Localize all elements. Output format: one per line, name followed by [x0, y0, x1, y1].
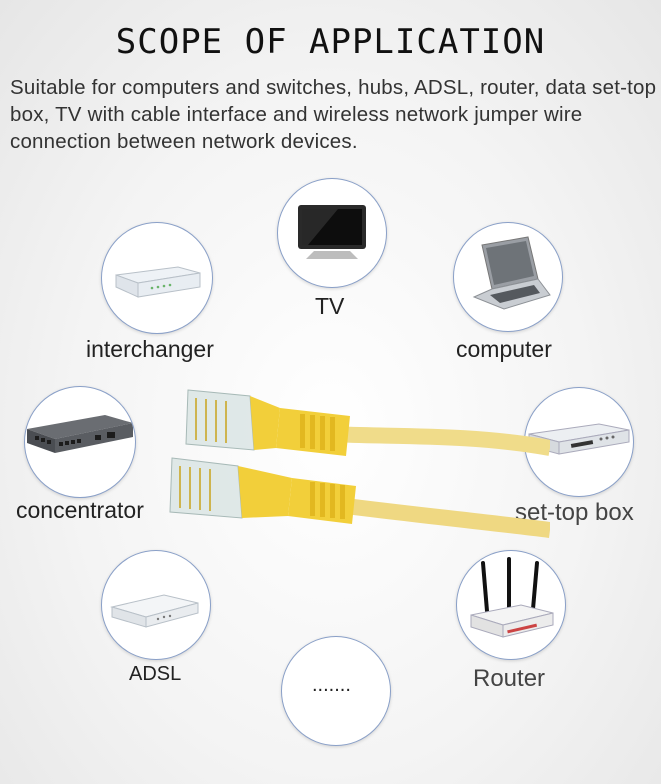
tv-image	[277, 178, 387, 288]
concentrator-image	[24, 386, 136, 498]
more-devices-circle	[281, 636, 391, 746]
interchanger-image	[101, 222, 213, 334]
tv-label: TV	[315, 293, 345, 319]
interchanger-label: interchanger	[86, 336, 214, 362]
ethernet-cable-image	[169, 389, 550, 538]
computer-label: computer	[456, 336, 552, 362]
router-label: Router	[473, 665, 546, 692]
adsl-image	[101, 550, 211, 660]
page-title: SCOPE OF APPLICATION	[115, 22, 546, 62]
router-image	[456, 550, 566, 660]
intro-text: Suitable for computers and switches, hub…	[10, 76, 657, 153]
concentrator-label: concentrator	[16, 497, 144, 523]
adsl-label: ADSL	[129, 663, 182, 685]
more-devices-label: .......	[312, 674, 351, 696]
computer-image	[453, 222, 563, 332]
